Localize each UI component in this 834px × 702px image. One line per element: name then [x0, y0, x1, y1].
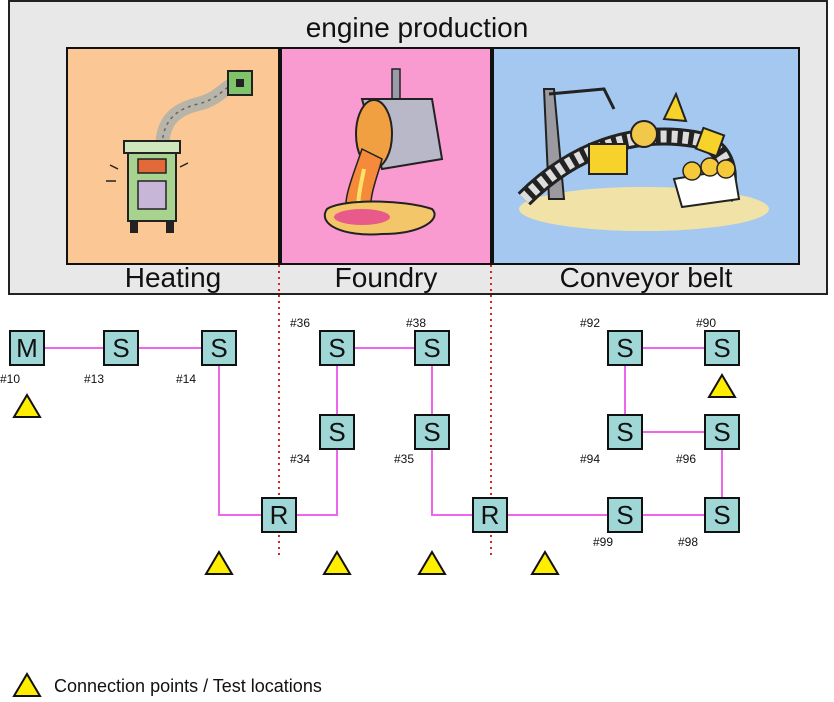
ladle-icon — [324, 68, 444, 236]
node-box — [261, 497, 297, 533]
heating-panel — [66, 47, 280, 265]
node-s94: S — [607, 414, 643, 450]
node-box — [607, 330, 643, 366]
node-tag-label: #13 — [84, 372, 104, 386]
node-box — [704, 497, 740, 533]
node-box — [704, 330, 740, 366]
node-s90: S — [704, 330, 740, 366]
connection-point-triangle — [204, 550, 234, 575]
node-box — [607, 497, 643, 533]
node-box — [607, 414, 643, 450]
connection-point-triangle — [12, 393, 42, 418]
node-s36: S — [319, 330, 355, 366]
node-box — [319, 414, 355, 450]
node-type-label: S — [423, 333, 440, 363]
connection-point-triangle — [417, 550, 447, 575]
node-tag-label: #94 — [580, 452, 600, 466]
node-type-label: S — [713, 333, 730, 363]
section-label-foundry: Foundry — [334, 262, 438, 293]
node-type-label: S — [713, 417, 730, 447]
node-s38: S — [414, 330, 450, 366]
legend-label: Connection points / Test locations — [54, 676, 322, 696]
node-box — [9, 330, 45, 366]
node-tag-label: #92 — [580, 316, 600, 330]
node-r2: R — [472, 497, 508, 533]
node-box — [103, 330, 139, 366]
node-tag-label: #14 — [176, 372, 196, 386]
foundry-panel — [280, 47, 492, 265]
node-box — [414, 330, 450, 366]
node-type-label: M — [16, 333, 38, 363]
node-s13: S — [103, 330, 139, 366]
node-tag-label: #90 — [696, 316, 716, 330]
node-s99: S — [607, 497, 643, 533]
stove-icon — [106, 70, 253, 233]
node-type-label: R — [270, 500, 289, 530]
connection-point-triangle — [707, 373, 737, 398]
section-label-heating: Heating — [124, 262, 222, 293]
node-box — [472, 497, 508, 533]
connection-line-s14-r1 — [218, 348, 279, 516]
node-tag-label: #96 — [676, 452, 696, 466]
legend-triangle-icon — [12, 672, 42, 697]
node-s35: S — [414, 414, 450, 450]
node-box — [704, 414, 740, 450]
node-s92: S — [607, 330, 643, 366]
node-box — [201, 330, 237, 366]
node-r1: R — [261, 497, 297, 533]
conveyor-belt-panel — [492, 47, 800, 265]
node-type-label: S — [112, 333, 129, 363]
node-type-label: R — [481, 500, 500, 530]
node-type-label: S — [328, 333, 345, 363]
node-tag-label: #38 — [406, 316, 426, 330]
connection-point-triangle — [530, 550, 560, 575]
node-m10: M — [9, 330, 45, 366]
node-type-label: S — [616, 333, 633, 363]
node-type-label: S — [616, 500, 633, 530]
section-label-conveyor-belt: Conveyor belt — [559, 262, 733, 293]
node-tag-label: #10 — [0, 372, 20, 386]
node-box — [319, 330, 355, 366]
connection-line-s35-r2 — [431, 432, 490, 516]
node-type-label: S — [713, 500, 730, 530]
diagram-title: engine production — [305, 12, 529, 43]
node-s34: S — [319, 414, 355, 450]
node-tag-label: #35 — [394, 452, 414, 466]
connection-line-r1-s34 — [279, 432, 338, 516]
connection-point-triangle — [322, 550, 352, 575]
node-box — [414, 414, 450, 450]
node-tag-label: #34 — [290, 452, 310, 466]
conveyor-belt-icon — [517, 87, 769, 231]
node-s96: S — [704, 414, 740, 450]
node-tag-label: #99 — [593, 535, 613, 549]
node-tag-label: #36 — [290, 316, 310, 330]
node-tag-label: #98 — [678, 535, 698, 549]
node-type-label: S — [616, 417, 633, 447]
node-s98: S — [704, 497, 740, 533]
node-type-label: S — [328, 417, 345, 447]
node-type-label: S — [210, 333, 227, 363]
node-type-label: S — [423, 417, 440, 447]
node-s14: S — [201, 330, 237, 366]
